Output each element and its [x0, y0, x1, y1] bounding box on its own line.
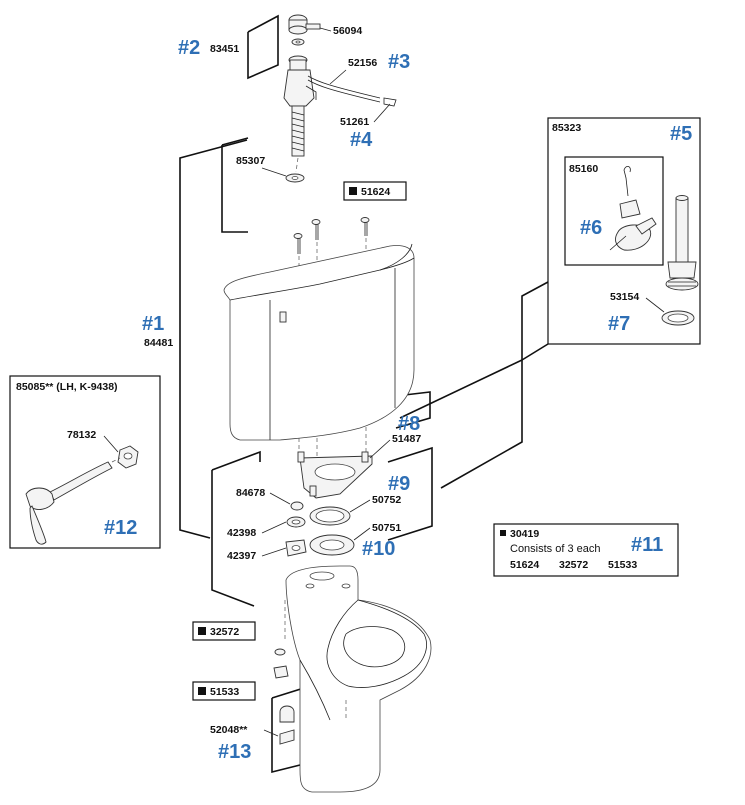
flush-valve-box — [547, 117, 701, 345]
part-85307: 85307 — [236, 155, 265, 167]
callout-12: #12 — [104, 517, 137, 539]
callout-7: #7 — [608, 313, 630, 335]
callout-9: #9 — [388, 473, 410, 495]
part-52048: 52048** — [210, 724, 248, 736]
callout-labels: #2 #3 #4 #1 #5 #6 #7 #8 #9 #10 #11 #12 #… — [104, 37, 692, 763]
callout-2: #2 — [178, 37, 200, 59]
tank-gasket-parts — [285, 451, 373, 557]
callout-6: #6 — [580, 217, 602, 239]
part-51487: 51487 — [392, 433, 421, 445]
kit-box — [493, 523, 679, 577]
part-84481: 84481 — [144, 337, 173, 349]
callout-13: #13 — [218, 741, 251, 763]
bowl-hardware — [192, 621, 289, 701]
part-51533: 51533 — [210, 686, 239, 698]
leader-lines — [103, 27, 665, 737]
part-51624: 51624 — [361, 186, 390, 198]
callout-3: #3 — [388, 51, 410, 73]
part-83451: 83451 — [210, 43, 239, 55]
part-53154: 53154 — [610, 291, 639, 303]
callout-4: #4 — [350, 129, 373, 151]
part-78132: 78132 — [67, 429, 96, 441]
kit-box-text: 30419 Consists of 3 each 51624 32572 515… — [510, 528, 637, 571]
callout-8: #8 — [398, 413, 420, 435]
part-32572: 32572 — [210, 626, 239, 638]
part-42398: 42398 — [227, 527, 256, 539]
callout-10: #10 — [362, 538, 395, 560]
filled-square-icon — [198, 687, 206, 695]
part-85160: 85160 — [569, 163, 598, 175]
part-52156: 52156 — [348, 57, 377, 69]
trip-lever-box — [9, 375, 161, 549]
filled-square-icon — [349, 187, 357, 195]
fill-valve-assembly — [283, 14, 397, 183]
kit-number: 30419 — [510, 528, 539, 540]
toilet-bowl — [284, 565, 432, 793]
filled-square-icon — [500, 530, 506, 536]
part-number-labels: 83451 56094 52156 51261 85307 51624 8448… — [16, 25, 639, 736]
part-50751: 50751 — [372, 522, 401, 534]
filled-square-icon — [198, 627, 206, 635]
callout-11: #11 — [631, 534, 663, 556]
part-42397: 42397 — [227, 550, 256, 562]
part-84678: 84678 — [236, 487, 265, 499]
kit-item-2: 32572 — [559, 559, 588, 571]
kit-item-1: 51624 — [510, 559, 539, 571]
bolt-cap-kit — [279, 705, 295, 745]
bracket-lines — [179, 14, 549, 774]
callout-1: #1 — [142, 313, 164, 335]
part-56094: 56094 — [333, 25, 362, 37]
part-51261: 51261 — [340, 116, 369, 128]
kit-item-3: 51533 — [608, 559, 637, 571]
toilet-tank — [223, 243, 415, 441]
part-50752: 50752 — [372, 494, 401, 506]
part-85085: 85085** (LH, K-9438) — [16, 381, 118, 393]
callout-5: #5 — [670, 123, 692, 145]
part-85323: 85323 — [552, 122, 581, 134]
kit-description: Consists of 3 each — [510, 543, 601, 555]
